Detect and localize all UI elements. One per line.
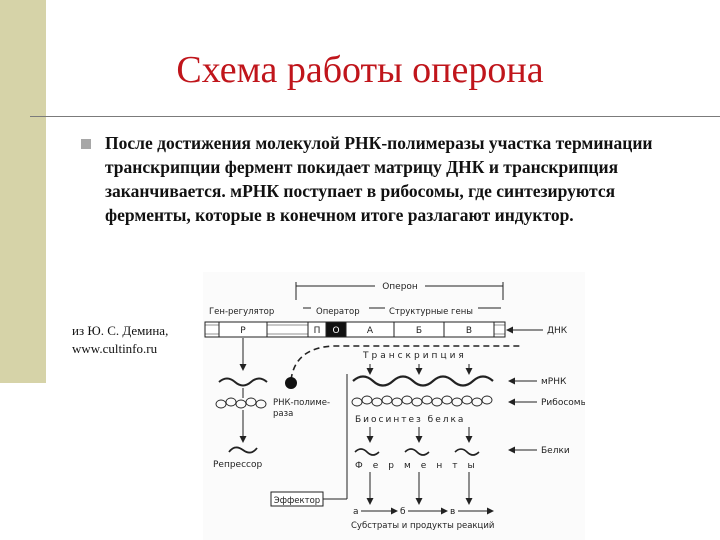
caption-author: из Ю. С. Демина, <box>72 323 169 338</box>
label-rna-polymerase-1: РНК-полиме- <box>273 398 330 408</box>
label-enzymes: Ферменты <box>355 461 485 471</box>
label-substrate-v: в <box>450 507 455 517</box>
label-rna-polymerase-2: раза <box>273 409 293 419</box>
transcription-arrow <box>290 345 521 381</box>
label-regulator-gene: Ген-регулятор <box>209 307 274 317</box>
label-substrate-b: б <box>400 507 406 517</box>
title-divider <box>30 116 720 117</box>
caption-url: www.cultinfo.ru <box>72 341 158 356</box>
dna-gene-v: В <box>466 326 472 336</box>
dna-box-r: Р <box>240 326 246 336</box>
protein-shapes <box>354 448 480 456</box>
bullet-square-icon <box>81 139 91 149</box>
sidebar-strip <box>0 0 46 383</box>
label-repressor: Репрессор <box>213 460 263 470</box>
dna-box-p: П <box>314 326 321 336</box>
label-substrate-a: а <box>353 507 359 517</box>
label-effector: Эффектор <box>274 496 320 506</box>
label-dna: ДНК <box>547 326 568 336</box>
dna-strip: Р П О А Б В <box>204 321 506 338</box>
repressor-shape <box>228 446 258 454</box>
label-operator: Оператор <box>316 307 360 317</box>
ribosome-chain <box>351 395 493 407</box>
label-substrates: Субстраты и продукты реакций <box>351 521 494 531</box>
regulator-mrna-wave <box>218 377 268 387</box>
label-proteins: Белки <box>541 446 570 456</box>
body-paragraph: После достижения молекулой РНК-полимераз… <box>105 133 653 225</box>
dna-box-o: О <box>332 326 339 336</box>
mrna-wave <box>352 375 494 387</box>
dna-gene-b: Б <box>416 326 422 336</box>
slide-title: Схема работы оперона <box>176 49 544 91</box>
label-transcription: Транскрипция <box>362 351 467 361</box>
dna-gene-a: А <box>367 326 374 336</box>
label-biosynthesis: Биосинтез белка <box>355 415 465 425</box>
operon-bracket: Оперон <box>295 282 504 300</box>
source-caption: из Ю. С. Демина, www.cultinfo.ru <box>72 322 168 358</box>
label-structural-genes: Структурные гены <box>389 307 473 317</box>
label-mrna: мРНК <box>541 377 567 387</box>
regulator-ribosomes <box>215 397 267 409</box>
operon-diagram: Оперон Ген-регулятор Оператор Структурны… <box>203 272 585 540</box>
rna-polymerase-dot <box>285 377 297 389</box>
label-operon: Оперон <box>382 282 418 292</box>
label-ribosomes: Рибосомы <box>541 398 585 408</box>
